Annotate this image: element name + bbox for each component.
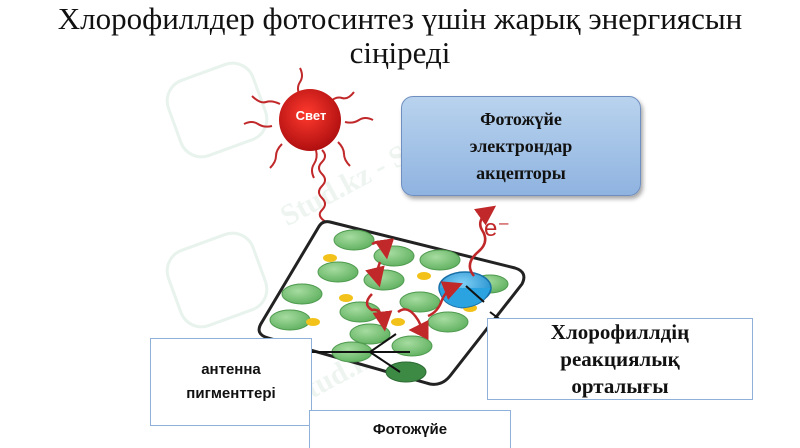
sun-icon [279, 89, 341, 151]
sun-rays [243, 67, 374, 179]
title-line-2: сіңіреді [349, 35, 451, 70]
photosystem-text: Фотожүйе [372, 421, 448, 438]
electron-acceptor-box: Фотожүйе электрондар акцепторы [401, 96, 641, 196]
dark-pigment-disk [385, 361, 427, 383]
title-line-1: Хлорофиллдер фотосинтез үшін жарық энерг… [57, 1, 743, 36]
transfer-arrows [365, 238, 463, 340]
electron-label: e⁻ [484, 215, 511, 242]
reaction-center-text: Хлорофиллдің реакциялық орталығы [550, 319, 690, 398]
sun-label: Свет [295, 108, 327, 123]
reaction-center-box: Хлорофиллдің реакциялық орталығы [487, 318, 753, 400]
photosystem-box: Фотожүйе [309, 410, 511, 448]
antenna-pigments-box: антенна пигменттері [150, 338, 312, 426]
electron-arrow [468, 205, 497, 277]
antenna-pigments-text: антенна пигменттері [186, 361, 276, 402]
electron-acceptor-text: Фотожүйе электрондар акцепторы [469, 108, 573, 183]
carotenoid-dots [306, 254, 477, 326]
watermark-logos [165, 61, 269, 329]
